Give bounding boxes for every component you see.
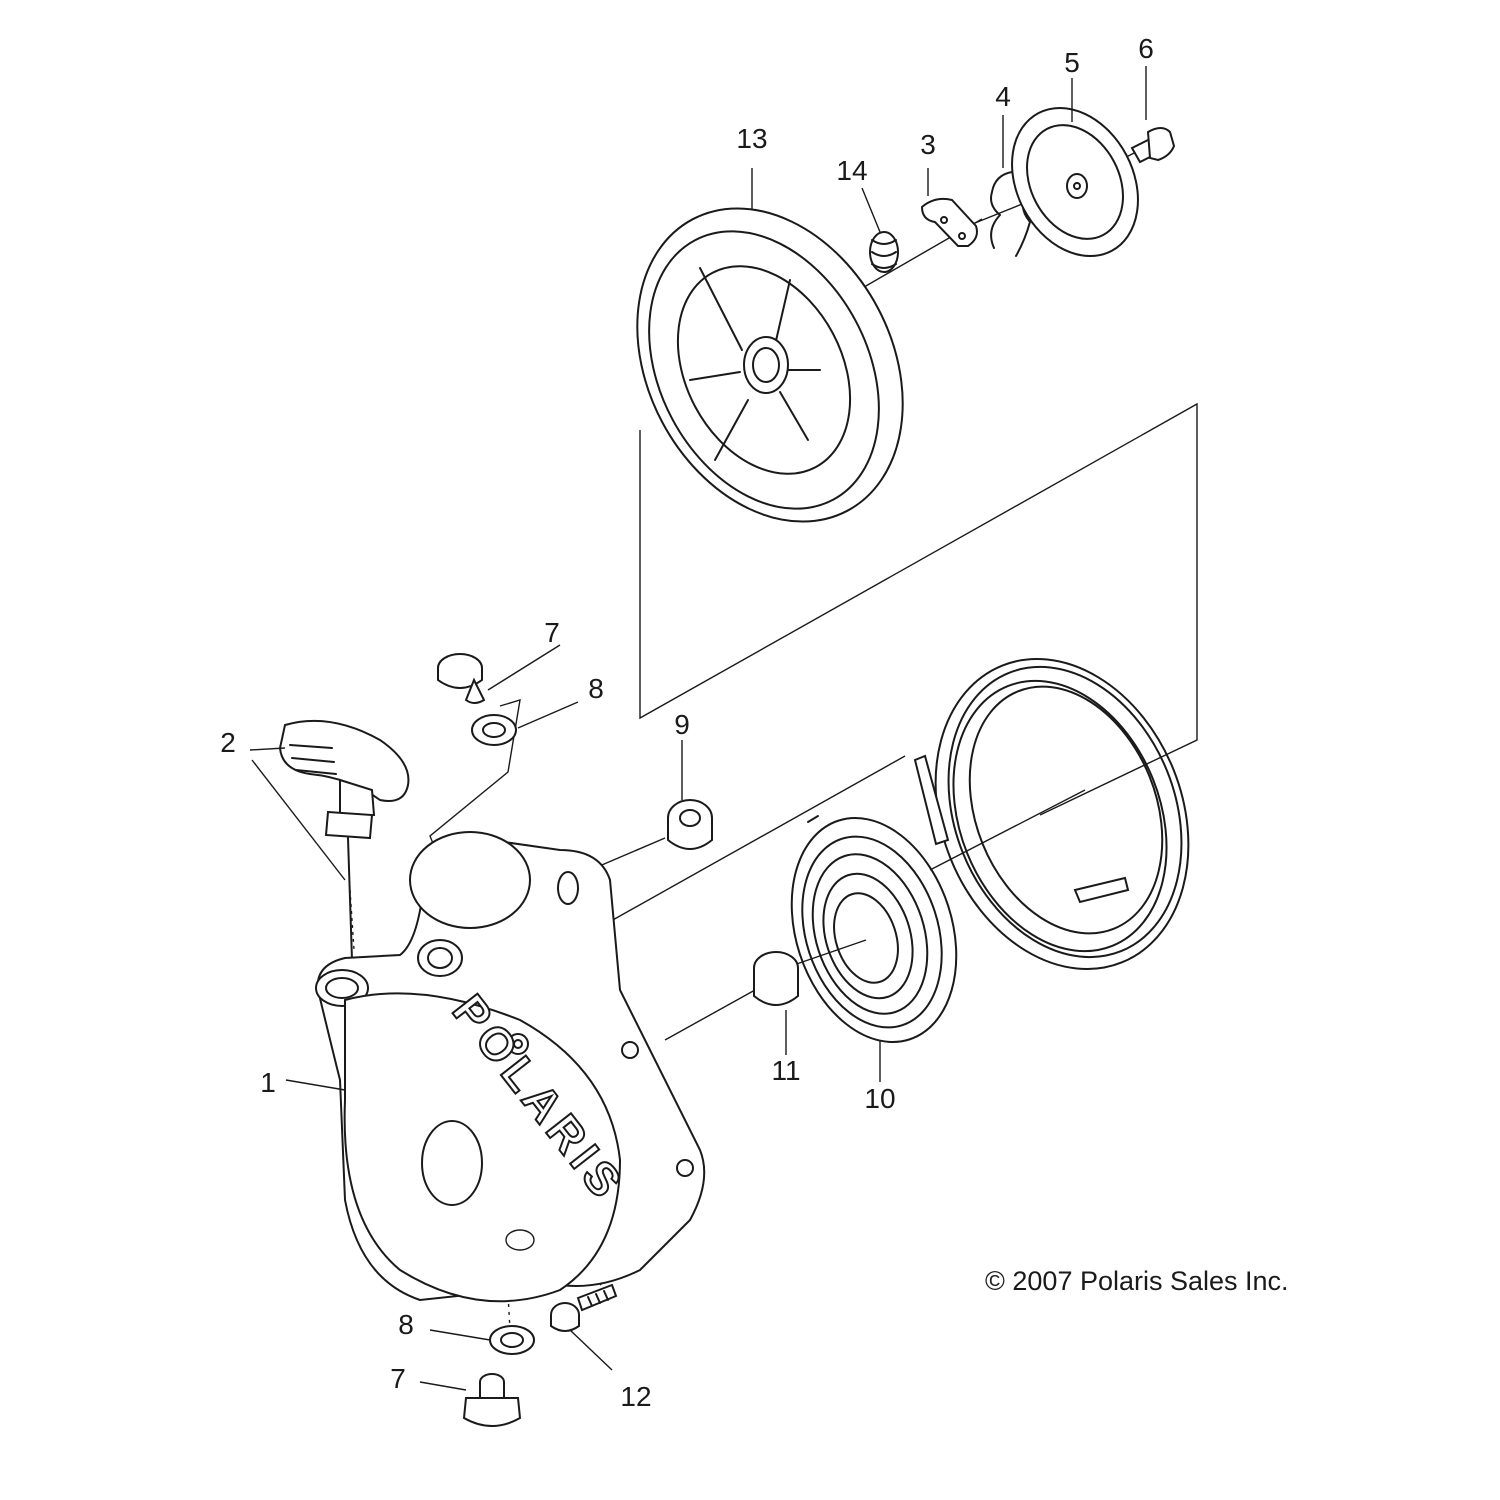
callout-8-top: 8: [588, 673, 604, 704]
callout-6: 6: [1138, 33, 1154, 64]
washer-part-8-top: [471, 714, 517, 746]
bolt-part-6: [1130, 127, 1176, 164]
copyright-text: © 2007 Polaris Sales Inc.: [985, 1266, 1289, 1296]
bushing-part-9: [667, 799, 713, 850]
callout-2: 2: [220, 727, 236, 758]
screw-part-12: [550, 1283, 618, 1332]
callout-12: 12: [620, 1381, 651, 1412]
plate-part-5: [1011, 106, 1139, 258]
washer-part-8-bottom: [489, 1325, 535, 1355]
callout-3: 3: [920, 129, 936, 160]
callout-7-top: 7: [544, 617, 560, 648]
callout-11: 11: [771, 1055, 800, 1086]
callout-4: 4: [995, 81, 1011, 112]
callout-1: 1: [260, 1067, 276, 1098]
cap-bolt-part-7-bottom: [462, 1373, 522, 1427]
spring-part-14: [869, 231, 899, 273]
rope-coil: [913, 657, 1190, 971]
callout-5: 5: [1064, 47, 1080, 78]
pulley-part-13: [636, 207, 904, 523]
callout-7-bottom: 7: [390, 1363, 406, 1394]
pawl-part-3: [920, 197, 978, 247]
callout-labels: 1 2 3 4 5 6 7 8 9 10 11 12 13 14 7 8: [220, 33, 1154, 1412]
leader-lines: [249, 66, 1147, 1391]
recoil-spring-part-10: [790, 815, 958, 1043]
cap-bolt-part-7-top: [437, 653, 486, 704]
callout-13: 13: [736, 123, 767, 154]
callout-8-bottom: 8: [398, 1309, 414, 1340]
bushing-part-11: [753, 951, 799, 1006]
callout-9: 9: [674, 709, 690, 740]
handle-part-2: [278, 719, 410, 961]
callout-10: 10: [864, 1083, 895, 1114]
callout-14: 14: [836, 155, 867, 186]
housing-part-1: POLARIS: [315, 831, 706, 1303]
